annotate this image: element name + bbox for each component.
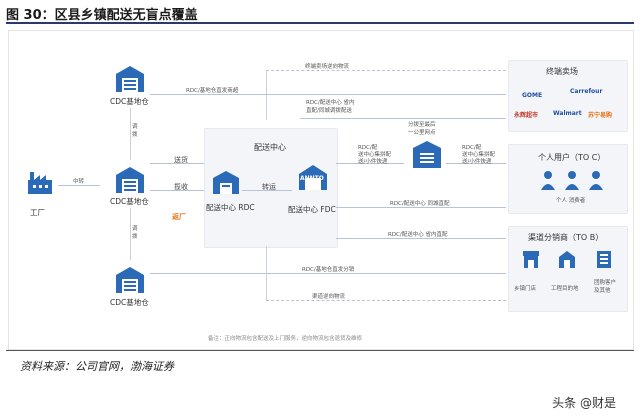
- dispatch-label-2: 调 拨: [132, 226, 138, 240]
- pickup-label: 揽收: [174, 183, 188, 191]
- reverse-bottom-label: 渠道逆向物流: [312, 294, 346, 300]
- store-icon: [522, 250, 540, 272]
- factory-arrow: [58, 185, 100, 186]
- channel-title: 渠道分销商（TO B）: [528, 233, 604, 242]
- terminal-title: 终端卖场: [546, 67, 578, 76]
- cdc-top-icon: [114, 64, 146, 96]
- reverse-bottom-rise: [266, 246, 267, 300]
- brand-yonghui: 永辉超市: [514, 112, 539, 119]
- title-rule: [6, 22, 634, 24]
- person-icons: [540, 170, 604, 194]
- cdc-direct-line: [150, 94, 506, 95]
- send-arrow: [150, 163, 204, 164]
- relay-label: 转运: [262, 183, 276, 191]
- rdc-province-label: RDC/配送中心 省内 直配/同城调拨配送: [306, 100, 355, 114]
- cdc-mid-icon: [114, 165, 146, 197]
- transfer-label: 中转: [73, 179, 85, 185]
- brand-gome: GOME: [522, 92, 543, 99]
- note: 备注：正向物流包含配送及上门服务，逆向物流包含退货及维修: [208, 336, 363, 342]
- reverse-top-label: 终端卖场逆向物流: [305, 64, 350, 70]
- reverse-top-drop: [266, 70, 267, 120]
- return-label: 返厂: [172, 213, 186, 221]
- town-store-label: 乡镇门店: [514, 286, 537, 292]
- same-city-label: RDC/配送中心 同城直配: [390, 201, 450, 207]
- cdc-b2b-line: [150, 273, 506, 274]
- hub-icon: [412, 140, 442, 172]
- brand-walmart: Walmart: [553, 110, 582, 117]
- cluster-right-line: [446, 163, 506, 164]
- brand-carrefour: Carrefour: [570, 88, 603, 95]
- cdc-direct-label: RDC/基地仓直发商超: [186, 88, 239, 94]
- annto-logo: ANNTO: [300, 175, 324, 182]
- dispatch-center-title: 配送中心: [254, 143, 286, 152]
- hub-label: 分拨至最后 一公里网点: [408, 122, 436, 136]
- send-label: 送货: [174, 156, 188, 164]
- cdc-b2b-label: RDC/基地仓直发分销: [302, 267, 355, 273]
- pickup-arrow: [150, 190, 204, 191]
- province-direct-line: [336, 238, 506, 239]
- dispatch-label-1: 调 拨: [132, 124, 138, 138]
- figure-title: 图 30：区县乡镇配送无盲点覆盖: [6, 8, 198, 23]
- group-client-label: 团购客户 及其他: [594, 280, 617, 294]
- brand-suning: 苏宁易购: [588, 112, 613, 119]
- reverse-top-line: [266, 70, 506, 71]
- source-text: 资料来源：公司官网，渤海证券: [20, 360, 174, 373]
- cdc-mid-label: CDC基地仓: [110, 197, 149, 206]
- cdc-bottom-label: CDC基地仓: [110, 298, 149, 307]
- factory-label: 工厂: [30, 208, 45, 217]
- cdc-top-label: CDC基地仓: [110, 97, 149, 106]
- source-rule: [6, 350, 634, 351]
- terminal-box: [508, 60, 628, 132]
- cdc-link-bottom: [130, 208, 131, 260]
- cluster-left-label: RDC/配 送中心集拼配 送/小件快递: [358, 145, 392, 165]
- fdc-label: 配送中心 FDC: [288, 205, 336, 214]
- consumer-label: 个人 消费者: [556, 198, 586, 204]
- rdc-label: 配送中心 RDC: [206, 203, 255, 212]
- cdc-bottom-icon: [114, 265, 146, 297]
- factory-icon: [26, 170, 54, 198]
- watermark: 头条 @财是: [552, 396, 616, 410]
- site-icon: [558, 250, 576, 272]
- cluster-left-line: [336, 163, 404, 164]
- fdc-icon: [298, 164, 328, 194]
- individual-box: [508, 144, 628, 214]
- group-client-icon: [596, 250, 612, 272]
- province-direct-label: RDC/配送中心 省内直配: [388, 232, 448, 238]
- relay-arrow: [242, 190, 292, 191]
- same-city-line: [336, 207, 506, 208]
- project-site-label: 工程目的地: [551, 286, 579, 292]
- reverse-bottom-line: [266, 300, 506, 301]
- rdc-province-line: [300, 118, 506, 119]
- rdc-icon: [212, 170, 240, 198]
- cdc-link-top: [130, 108, 131, 160]
- cluster-right-label: RDC/配 送中心集拼配 送/小件快递: [462, 145, 496, 165]
- individual-title: 个人用户（TO C）: [538, 153, 606, 162]
- channel-box: [508, 226, 628, 312]
